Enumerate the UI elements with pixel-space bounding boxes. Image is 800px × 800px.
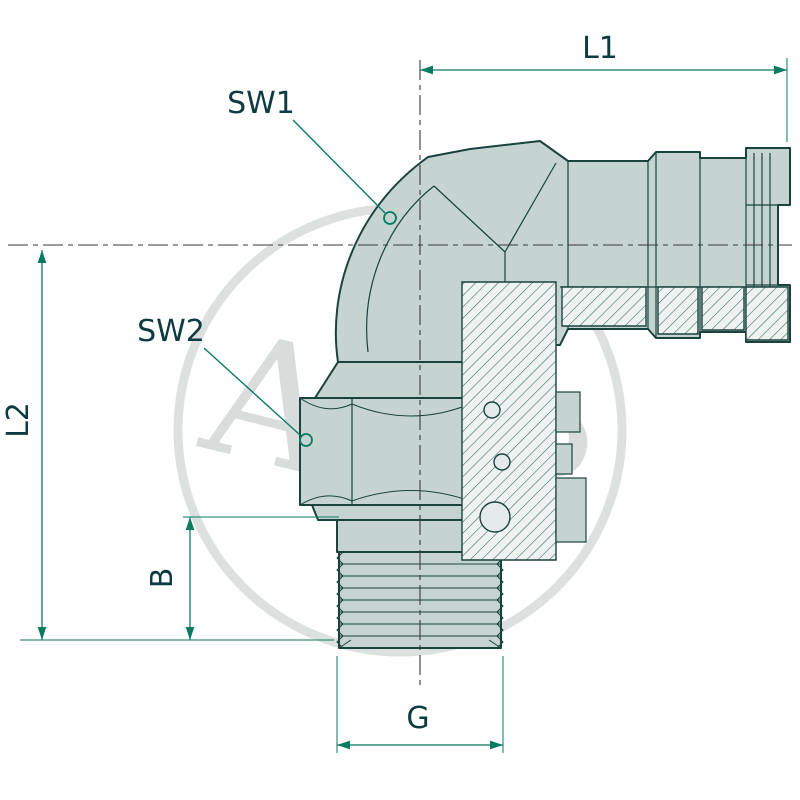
dimension-g: G	[336, 656, 504, 753]
bend-facet-lines	[366, 162, 557, 353]
leader-line-sw2	[203, 347, 301, 436]
callout-label-sw1: SW1	[227, 86, 295, 121]
leader-line-sw1	[292, 119, 386, 214]
hatch-vertical-bore	[461, 281, 557, 561]
hatch-lower-wall-2	[657, 286, 699, 335]
dimension-b: B	[145, 516, 339, 640]
centerlines-group	[8, 60, 792, 690]
dimension-l1: L1	[420, 31, 788, 142]
thread-right-profile	[496, 551, 504, 649]
dim-label-b: B	[145, 568, 180, 589]
thread-left-profile	[336, 551, 344, 649]
callout-label-sw2: SW2	[137, 314, 205, 349]
oring-3	[479, 501, 511, 533]
oring-1	[483, 401, 501, 419]
oring-2	[493, 453, 511, 471]
section-step-3	[555, 477, 587, 543]
target-circle-sw2	[299, 433, 313, 447]
hatch-end-flange	[745, 286, 789, 341]
section-step-2	[555, 443, 573, 475]
callout-sw1: SW1	[227, 86, 397, 225]
hatch-lower-wall-3	[701, 286, 745, 331]
hatch-lower-wall-1	[561, 286, 647, 327]
thread-end-chamfer	[338, 639, 502, 649]
callout-sw2: SW2	[137, 314, 313, 447]
dimension-l2: L2	[1, 250, 334, 641]
section-step-1	[555, 391, 581, 433]
dim-label-g: G	[406, 701, 429, 736]
dim-label-l1: L1	[582, 31, 618, 66]
target-circle-sw1	[383, 211, 397, 225]
dim-label-l2: L2	[1, 402, 36, 438]
